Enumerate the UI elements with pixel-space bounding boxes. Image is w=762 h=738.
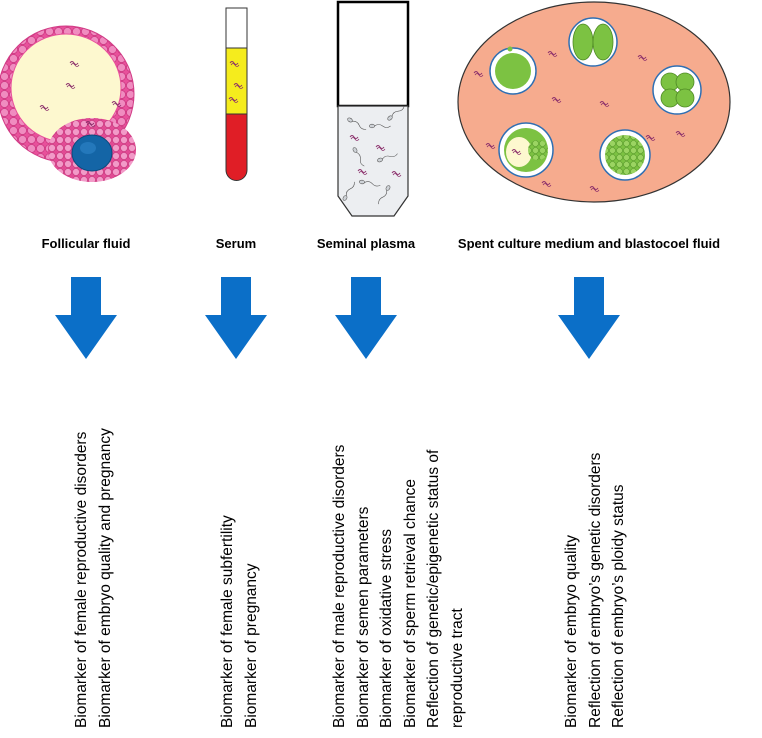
follicle-illustration — [0, 25, 136, 182]
down-arrow-icon — [558, 277, 620, 359]
biomarker-line: Biomarker of pregnancy — [242, 563, 260, 728]
culture-medium-illustration — [457, 1, 731, 203]
biomarker-line: Biomarker of female reproductive disorde… — [73, 431, 90, 728]
down-arrow-icon — [205, 277, 267, 359]
biomarker-line: Reflection of genetic/epigenetic status … — [425, 449, 442, 728]
down-arrow-icon — [55, 277, 117, 359]
biomarkers-culture: Biomarker of embryo quality Reflection o… — [560, 378, 762, 728]
down-arrow-icon — [335, 277, 397, 359]
label-seminal-plasma: Seminal plasma — [316, 236, 416, 251]
illustrations — [0, 0, 731, 217]
serum-tube-illustration — [225, 7, 248, 181]
label-spent-culture-medium: Spent culture medium and blastocoel flui… — [457, 236, 721, 251]
biomarker-line: Reflection of embryo’s genetic disorders — [586, 452, 604, 728]
seminal-plasma-illustration — [336, 0, 410, 217]
label-serum: Serum — [215, 236, 257, 251]
biomarker-line: Biomarker of embryo quality — [563, 535, 580, 728]
biomarker-line: Biomarker of male reproductive disorders — [331, 444, 348, 728]
biomarker-line: Reflection of embryo’s ploidy status — [610, 484, 627, 728]
biomarker-line: Biomarker of embryo quality and pregnanc… — [96, 428, 114, 728]
biomarker-line: Biomarker of oxidative stress — [378, 529, 395, 728]
biomarker-line: Biomarker of female subfertility — [219, 515, 236, 728]
biomarker-line: Biomarker of sperm retrieval chance — [401, 479, 419, 728]
label-follicular-fluid: Follicular fluid — [41, 236, 131, 251]
biomarker-line: reproductive tract — [448, 608, 466, 728]
biomarker-line: Biomarker of semen parameters — [354, 506, 372, 728]
